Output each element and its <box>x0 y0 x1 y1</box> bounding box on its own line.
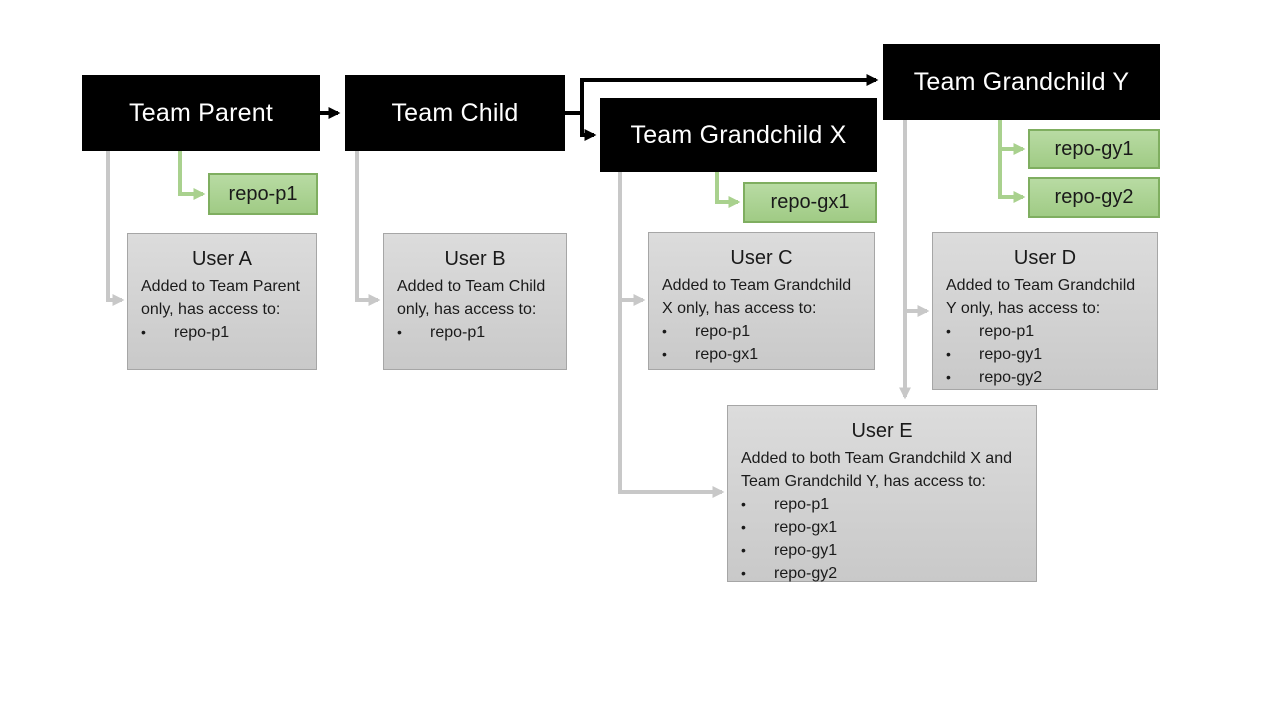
repo-gy1-label: repo-gy1 <box>1054 137 1134 160</box>
bullet-icon: • <box>946 369 951 385</box>
team-grandchild-x-box: Team Grandchild X <box>600 98 877 172</box>
connector-grandchild-y-to-user-d <box>903 120 930 317</box>
team-grandchild-y-label: Team Grandchild Y <box>913 67 1130 96</box>
user-c-repo-list: •repo-p1 •repo-gx1 <box>662 320 861 366</box>
user-e-repo-list: •repo-p1 •repo-gx1 •repo-gy1 •repo-gy2 <box>741 493 1023 585</box>
user-a-description: Added to Team Parent only, has access to… <box>141 278 300 318</box>
connector-grandchild-y-to-repo-gy2 <box>998 149 1026 203</box>
repo-list-item: •repo-p1 <box>946 320 1144 343</box>
team-child-box: Team Child <box>345 75 565 151</box>
user-d-description: Added to Team Grandchild Y only, has acc… <box>946 277 1136 317</box>
bullet-icon: • <box>946 323 951 339</box>
team-grandchild-x-label: Team Grandchild X <box>630 120 847 149</box>
repo-gy1-box: repo-gy1 <box>1028 129 1160 169</box>
repo-list-item: •repo-p1 <box>397 321 553 344</box>
user-c-description: Added to Team Grandchild X only, has acc… <box>662 277 852 317</box>
bullet-icon: • <box>662 346 667 362</box>
repo-list-item: •repo-gy1 <box>946 343 1144 366</box>
bullet-icon: • <box>741 565 746 581</box>
user-d-title: User D <box>1013 247 1077 269</box>
connector-child-to-user-b <box>355 151 381 306</box>
bullet-icon: • <box>141 324 146 340</box>
team-child-label: Team Child <box>391 98 519 127</box>
connector-grandchild-x-to-repo-gx1 <box>715 172 741 208</box>
repo-list-item: •repo-p1 <box>741 493 1023 516</box>
connector-grandchild-x-to-user-e <box>618 300 725 498</box>
user-b-card: User B Added to Team Child only, has acc… <box>383 233 567 370</box>
team-grandchild-y-box: Team Grandchild Y <box>883 44 1160 120</box>
bullet-icon: • <box>741 542 746 558</box>
connector-grandchild-y-to-repo-gy1 <box>998 120 1026 155</box>
user-d-repo-list: •repo-p1 •repo-gy1 •repo-gy2 <box>946 320 1144 389</box>
connector-parent-to-user-a <box>106 151 125 306</box>
user-a-card: User A Added to Team Parent only, has ac… <box>127 233 317 370</box>
user-e-title: User E <box>851 420 913 442</box>
repo-list-item: •repo-gy1 <box>741 539 1023 562</box>
connector-grandchild-x-to-user-c <box>618 172 646 306</box>
bullet-icon: • <box>946 346 951 362</box>
repo-gy2-label: repo-gy2 <box>1054 186 1134 208</box>
repo-p1-label: repo-p1 <box>228 182 298 205</box>
repo-gx1-box: repo-gx1 <box>743 182 877 223</box>
user-e-card: User E Added to both Team Grandchild X a… <box>727 405 1037 582</box>
repo-list-item: •repo-p1 <box>662 320 861 343</box>
repo-list-item: •repo-gx1 <box>741 516 1023 539</box>
repo-p1-box: repo-p1 <box>208 173 318 215</box>
user-a-title: User A <box>191 248 253 270</box>
user-d-card: User D Added to Team Grandchild Y only, … <box>932 232 1158 390</box>
repo-gx1-label: repo-gx1 <box>770 191 850 213</box>
bullet-icon: • <box>662 323 667 339</box>
repo-list-item: •repo-p1 <box>141 321 303 344</box>
team-parent-label: Team Parent <box>129 98 273 127</box>
user-b-description: Added to Team Child only, has access to: <box>397 278 546 318</box>
connector-parent-to-repo-p1 <box>178 151 206 200</box>
bullet-icon: • <box>741 519 746 535</box>
repo-list-item: •repo-gy2 <box>946 366 1144 389</box>
user-c-title: User C <box>730 247 793 269</box>
bullet-icon: • <box>741 496 746 512</box>
repo-gy2-box: repo-gy2 <box>1028 177 1160 218</box>
user-a-repo-list: •repo-p1 <box>141 321 303 344</box>
team-parent-box: Team Parent <box>82 75 320 151</box>
user-b-title: User B <box>444 248 506 270</box>
repo-list-item: •repo-gx1 <box>662 343 861 366</box>
user-c-card: User C Added to Team Grandchild X only, … <box>648 232 875 370</box>
bullet-icon: • <box>397 324 402 340</box>
user-b-repo-list: •repo-p1 <box>397 321 553 344</box>
repo-list-item: •repo-gy2 <box>741 562 1023 585</box>
user-e-description: Added to both Team Grandchild X and Team… <box>741 450 1012 490</box>
